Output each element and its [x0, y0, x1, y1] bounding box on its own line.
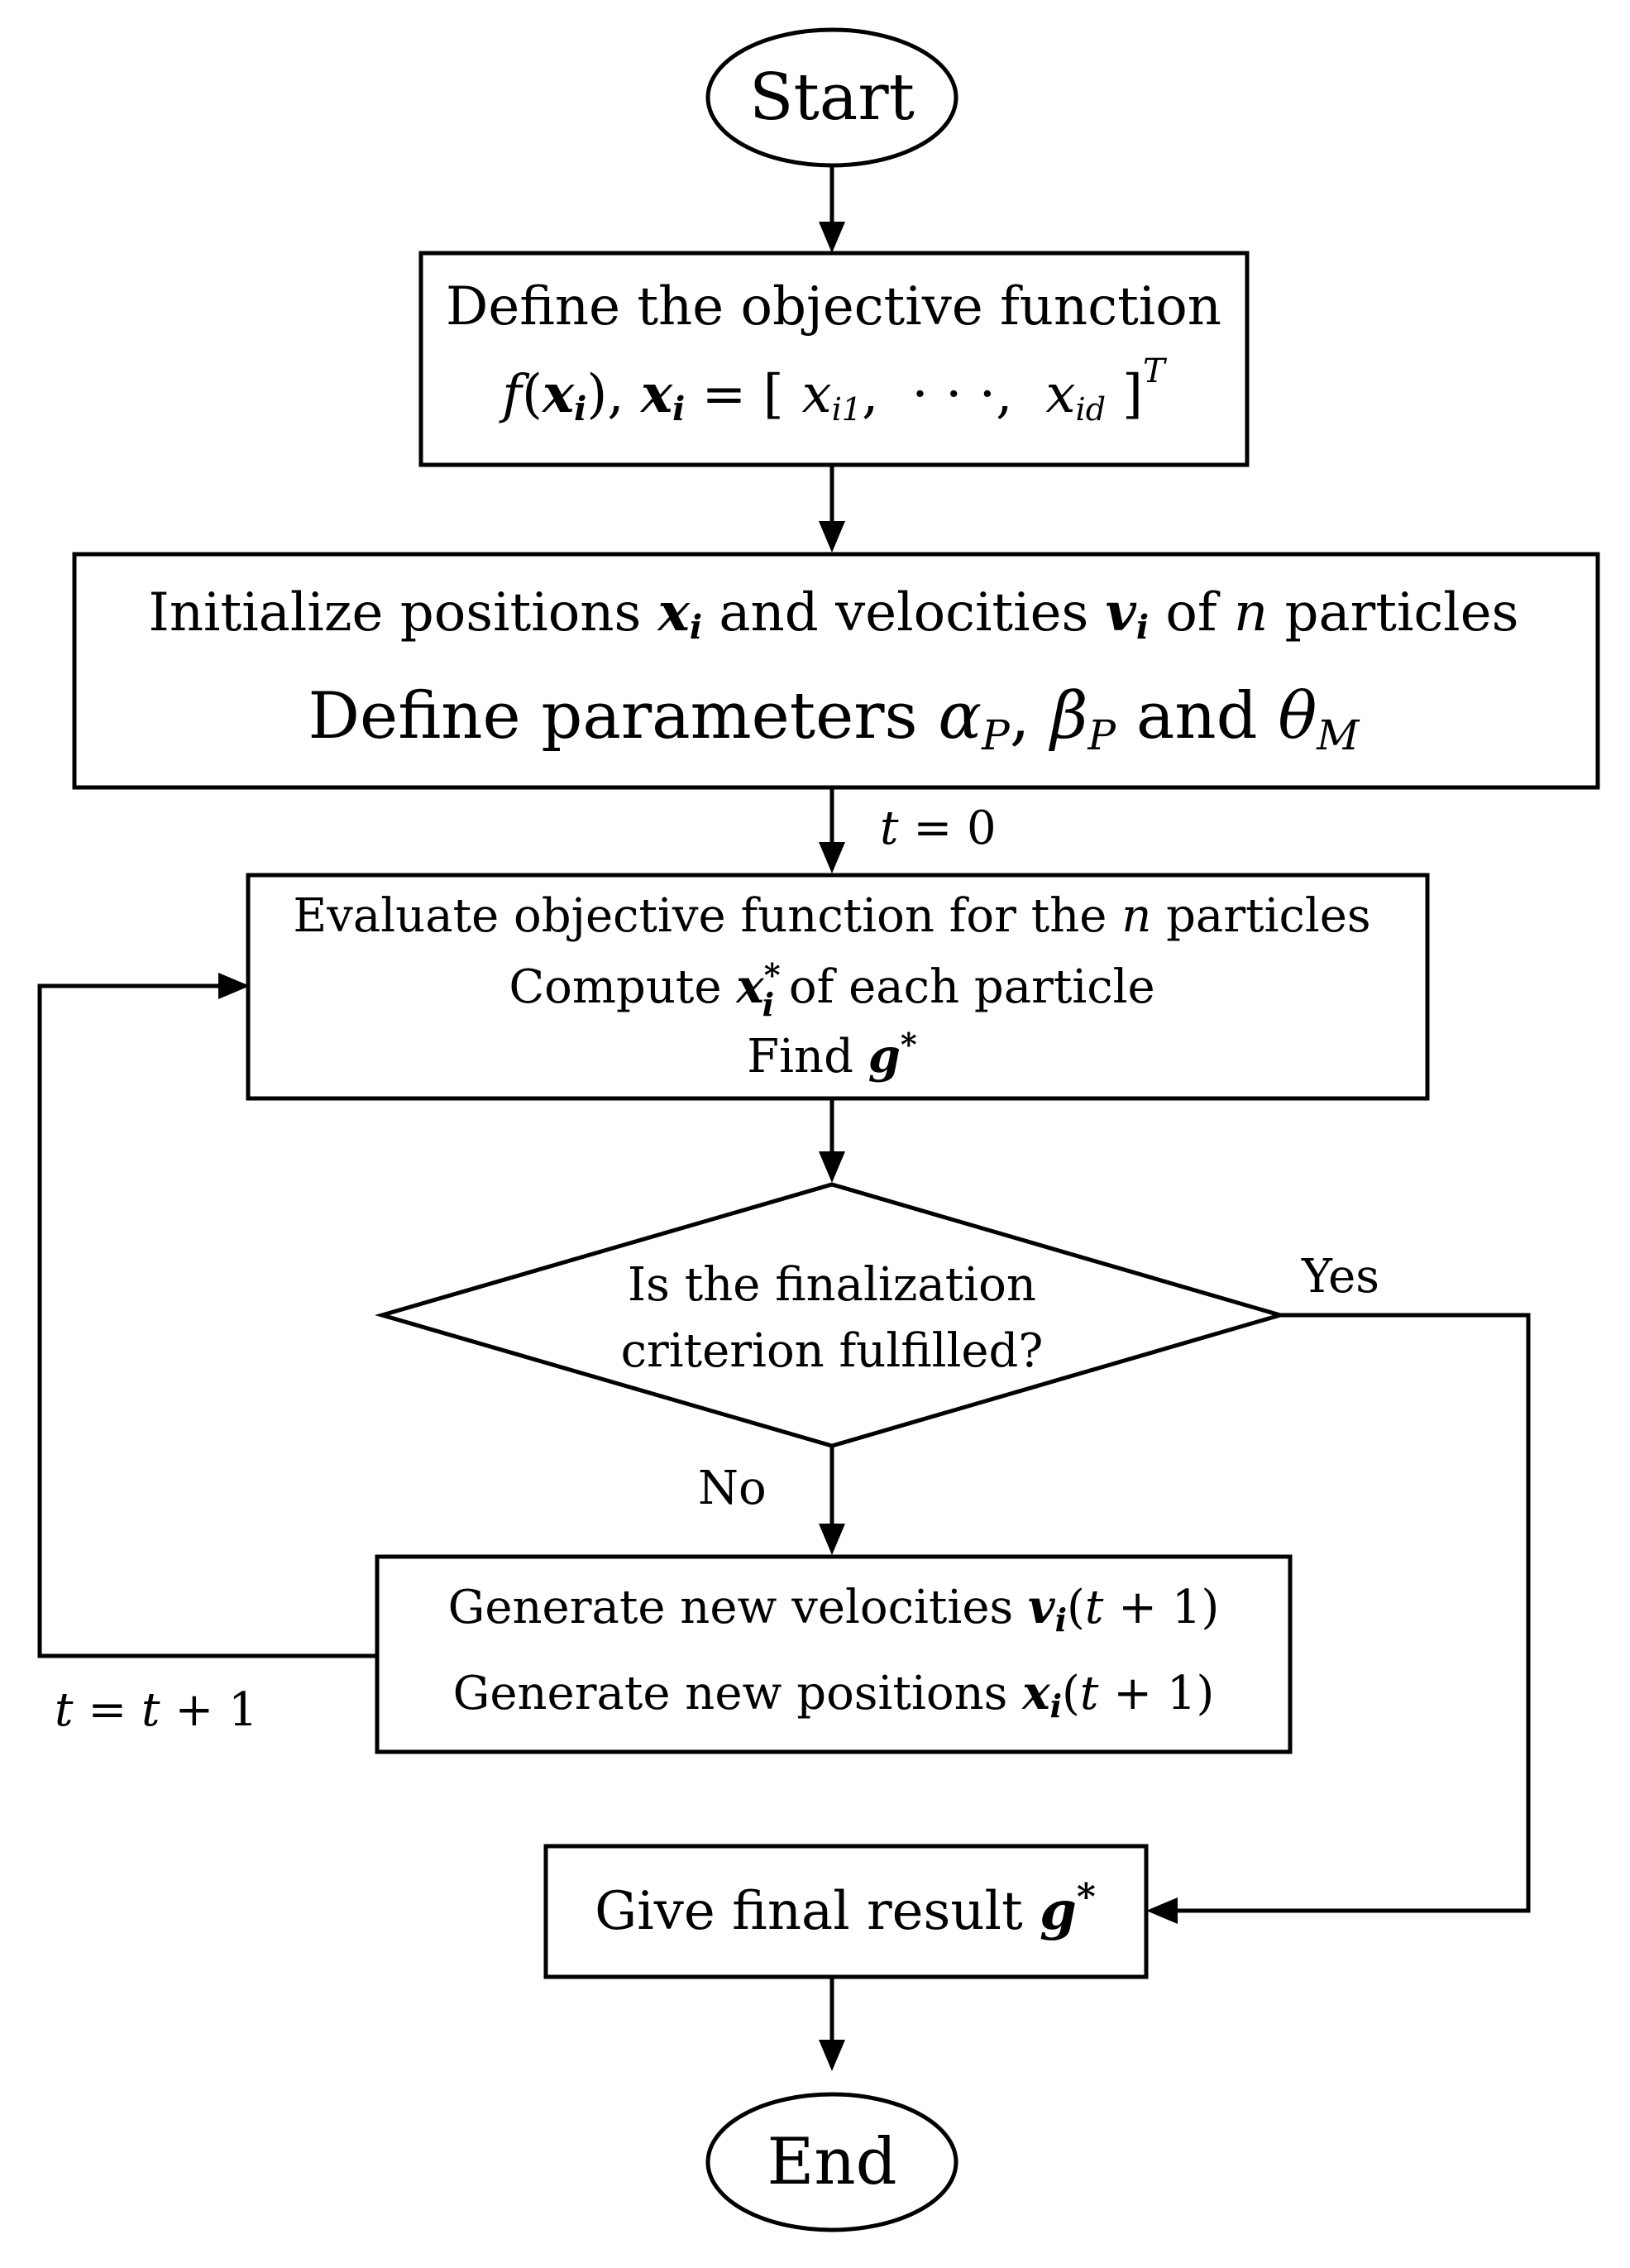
start-label: Start — [749, 60, 915, 135]
evaluate-line3: Find g* — [747, 1026, 917, 1084]
generate-line1: Generate new velocities vi(t + 1) — [448, 1580, 1220, 1639]
end-node: End — [705, 2092, 958, 2232]
t-zero-label: t = 0 — [880, 801, 997, 855]
arrow-evaluate-to-decision — [819, 1098, 845, 1183]
objective-formula: f(xi), xi = [xi1,· · ·,xid]T — [499, 352, 1168, 428]
loop-back-connector — [37, 973, 377, 1658]
evaluate-line2: Compute x*i of each particle — [509, 956, 1154, 1023]
arrow-decision-to-generate — [819, 1446, 845, 1555]
evaluate-line1: Evaluate objective function for the n pa… — [293, 889, 1370, 943]
generate-box: Generate new velocities vi(t + 1) Genera… — [375, 1554, 1293, 1754]
decision-diamond: Is the finalization criterion fulfilled? — [375, 1182, 1288, 1448]
final-result-box: Give final result g* — [543, 1844, 1149, 1979]
initialize-box: Initialize positions xi and velocities v… — [72, 552, 1600, 790]
yes-label: Yes — [1301, 1250, 1379, 1304]
define-objective-box: Define the objective function f(xi), xi … — [418, 251, 1250, 467]
arrow-start-to-define — [819, 165, 845, 253]
arrow-define-to-initialize — [819, 465, 845, 553]
start-node: Start — [705, 27, 958, 168]
arrow-initialize-to-evaluate — [819, 787, 845, 873]
end-label: End — [767, 2125, 896, 2199]
initialize-line2: Define parameters αP, βP and θM — [308, 679, 1361, 759]
yes-branch-connector — [1146, 1313, 1531, 1924]
decision-line2: criterion fulfilled? — [621, 1324, 1044, 1378]
generate-line2: Generate new positions xi(t + 1) — [453, 1666, 1215, 1725]
t-increment-label: t = t + 1 — [55, 1683, 258, 1737]
evaluate-box: Evaluate objective function for the n pa… — [246, 873, 1430, 1101]
decision-line1: Is the finalization — [628, 1258, 1036, 1312]
arrow-final-to-end — [819, 1977, 845, 2071]
final-result-text: Give final result g* — [595, 1876, 1096, 1942]
define-objective-title: Define the objective function — [446, 276, 1221, 337]
initialize-line1: Initialize positions xi and velocities v… — [149, 581, 1519, 647]
no-label: No — [698, 1462, 767, 1515]
